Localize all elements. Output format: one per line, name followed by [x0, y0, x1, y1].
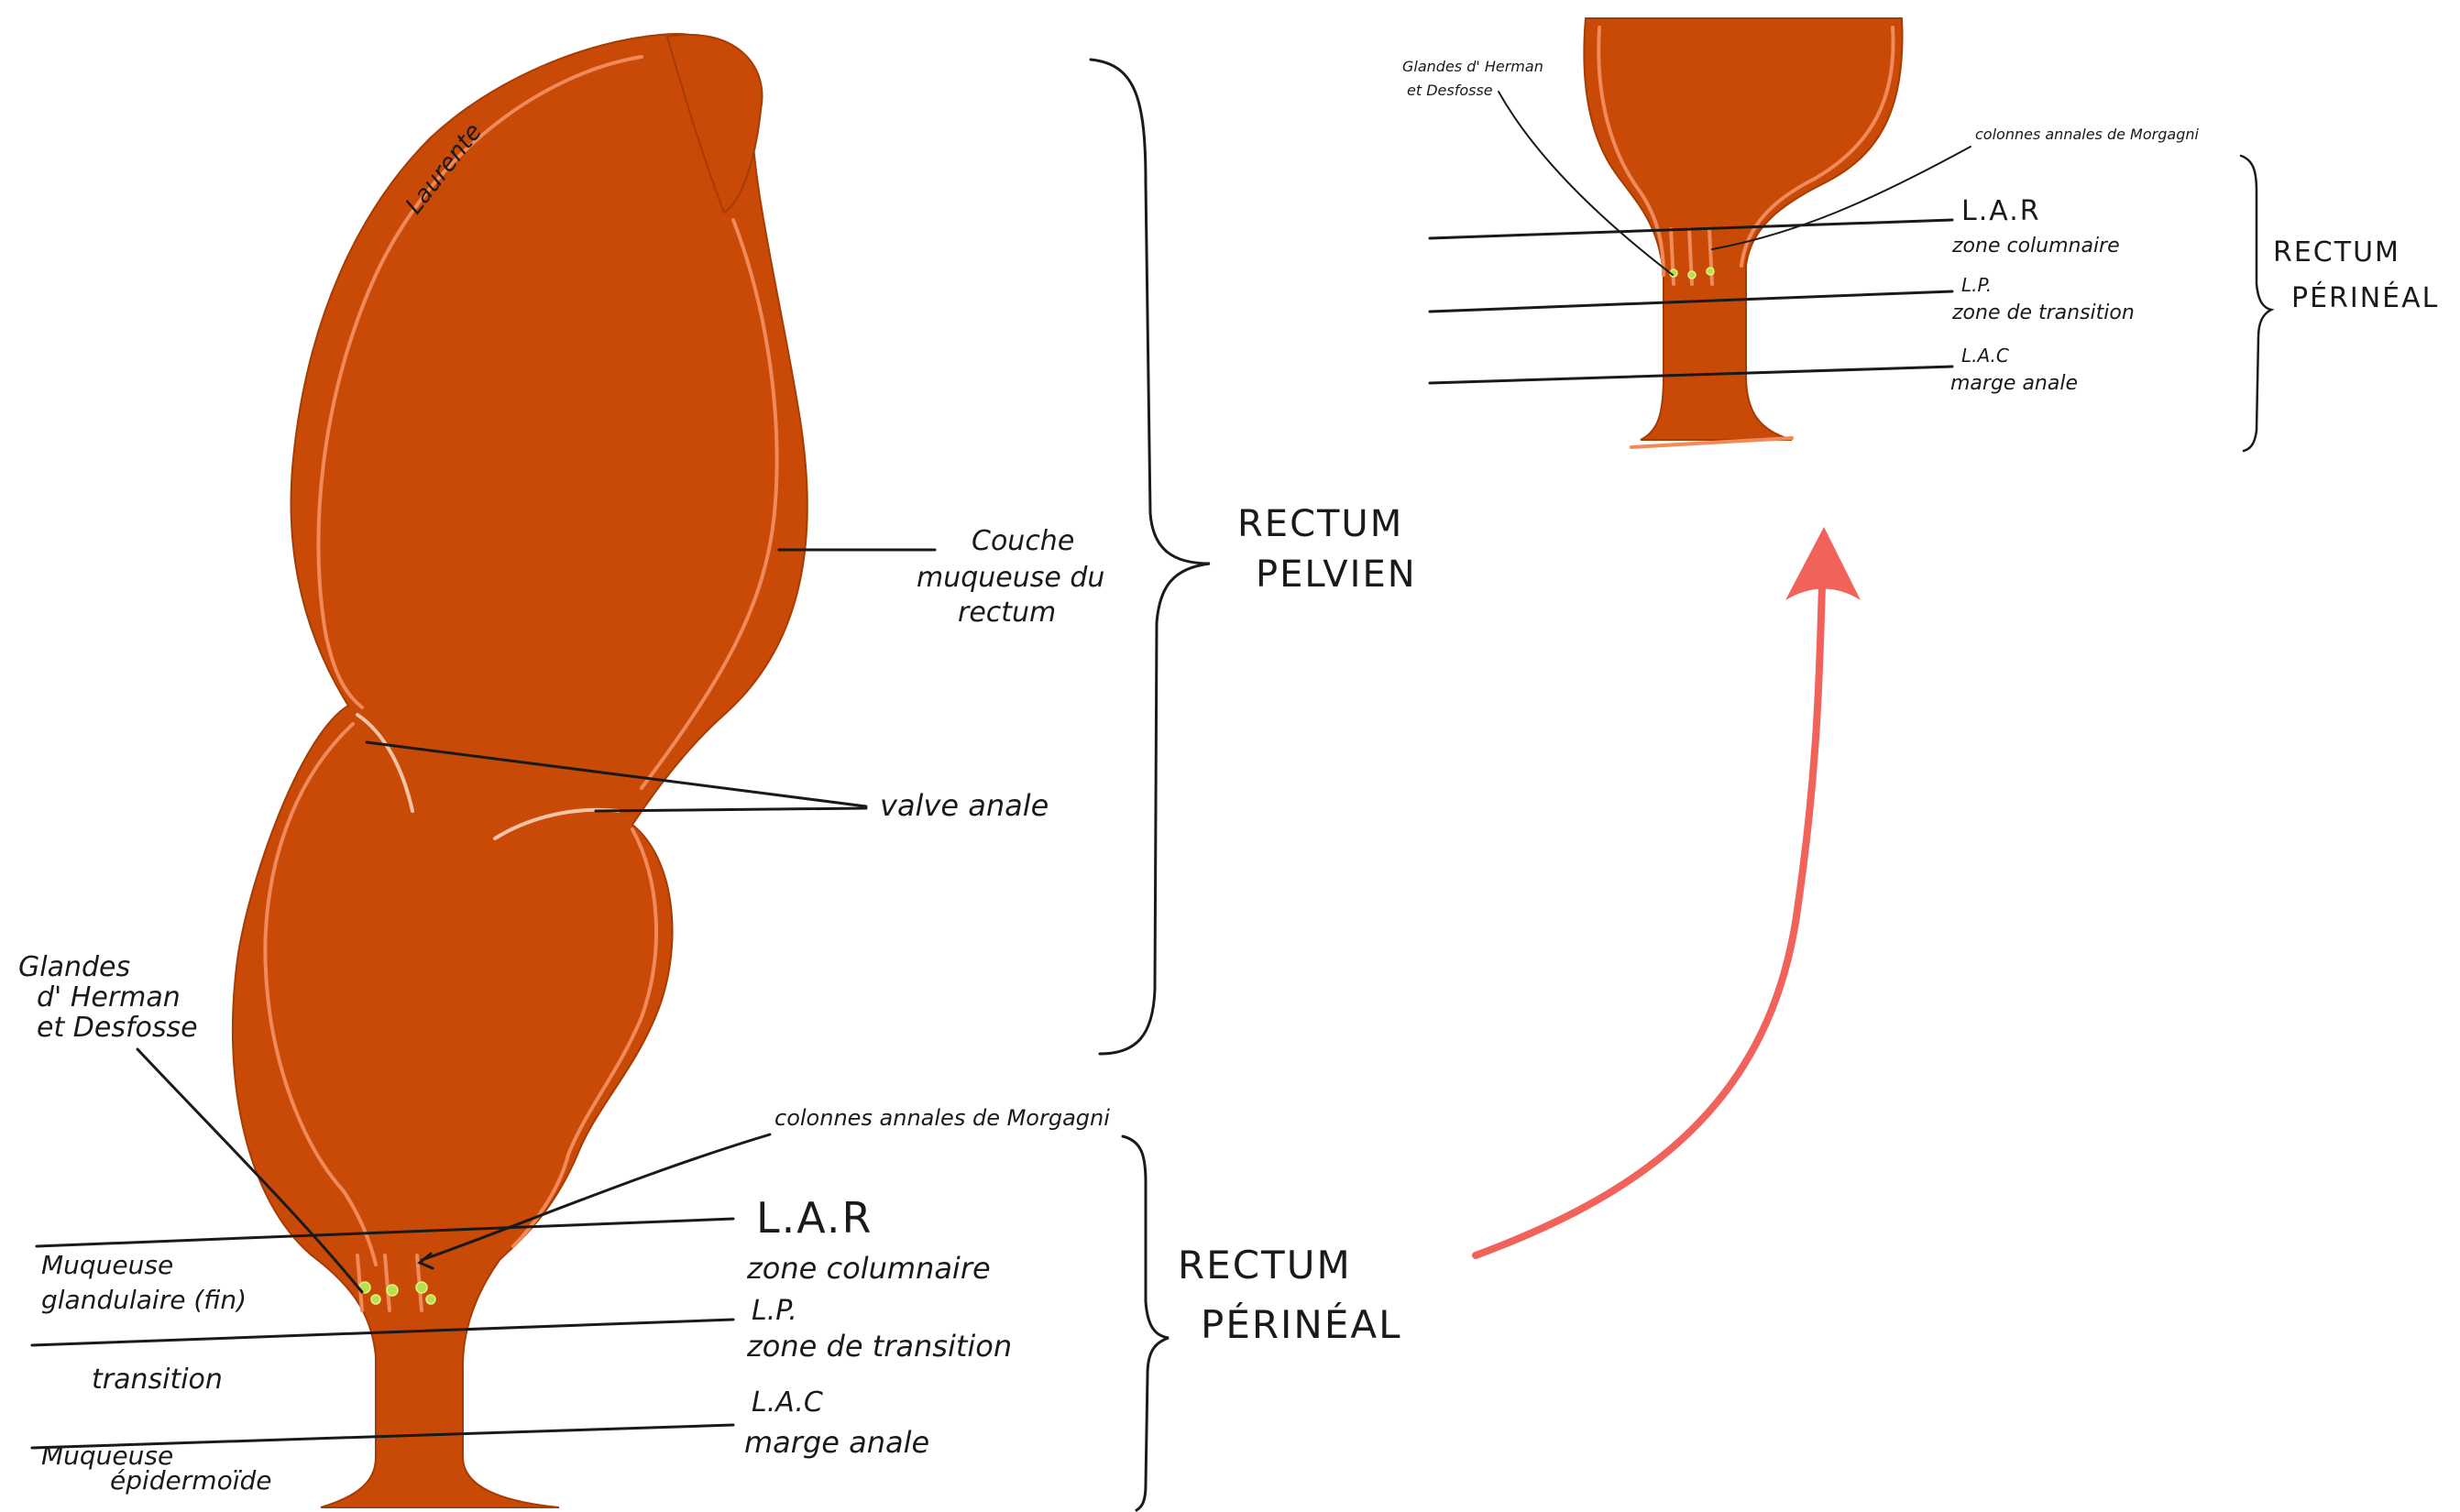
zoom-arrow	[1476, 586, 1822, 1255]
lar-label: L.A.R	[756, 1193, 873, 1243]
zoom-marge-anale-label: marge anale	[1950, 372, 2078, 395]
gland-dot	[1688, 271, 1696, 279]
muqueuse-glandulaire-label: Muqueuse glandulaire (fin)	[41, 1250, 247, 1315]
transition-label: transition	[92, 1364, 223, 1396]
gland-dot	[426, 1295, 435, 1304]
rectum-pelvien-brace	[1091, 60, 1210, 1054]
rectum-perineal-brace	[1123, 1136, 1169, 1510]
colonnes-label: colonnes annales de Morgagni	[774, 1105, 1110, 1131]
gland-dot	[416, 1282, 427, 1293]
zoom-colonnes-label: colonnes annales de Morgagni	[1975, 126, 2199, 143]
zoom-glandes-label: Glandes d' Herman et Desfosse	[1402, 58, 1548, 99]
rectum-organ-large	[233, 34, 807, 1507]
gland-dot	[387, 1285, 398, 1296]
zoom-lac-label: L.A.C	[1961, 345, 2009, 367]
zone-columnaire-label: zone columnaire	[746, 1251, 991, 1286]
zoom-rectum-perineal-label: RECTUM PÉRINÉAL	[2273, 236, 2439, 314]
zoom-lar-label: L.A.R	[1961, 195, 2041, 227]
couche-muqueuse-label: Couche muqueuse du rectum	[917, 525, 1114, 629]
muqueuse-epidermoide-label: Muqueuse épidermoïde	[41, 1441, 271, 1496]
glandes-label: Glandes d' Herman et Desfosse	[18, 951, 198, 1044]
lp-label: L.P.	[752, 1295, 797, 1327]
zone-transition-label: zone de transition	[746, 1329, 1012, 1364]
gland-dot	[371, 1295, 380, 1304]
zoom-zone-columnaire-label: zone columnaire	[1951, 235, 2120, 257]
valve-anale-label: valve anale	[880, 788, 1049, 823]
zoom-rectum-perineal-brace	[2241, 156, 2271, 451]
gland-dot	[1707, 268, 1714, 275]
lac-label: L.A.C	[752, 1386, 823, 1419]
zoom-lp-label: L.P.	[1961, 274, 1992, 296]
rectum-perineal-label: RECTUM PÉRINÉAL	[1178, 1243, 1402, 1347]
marge-anale-label: marge anale	[744, 1425, 929, 1460]
rectum-pelvien-label: RECTUM PELVIEN	[1237, 503, 1417, 596]
zoom-zone-transition-label: zone de transition	[1951, 301, 2135, 324]
rectum-organ-zoom	[1584, 18, 1902, 447]
